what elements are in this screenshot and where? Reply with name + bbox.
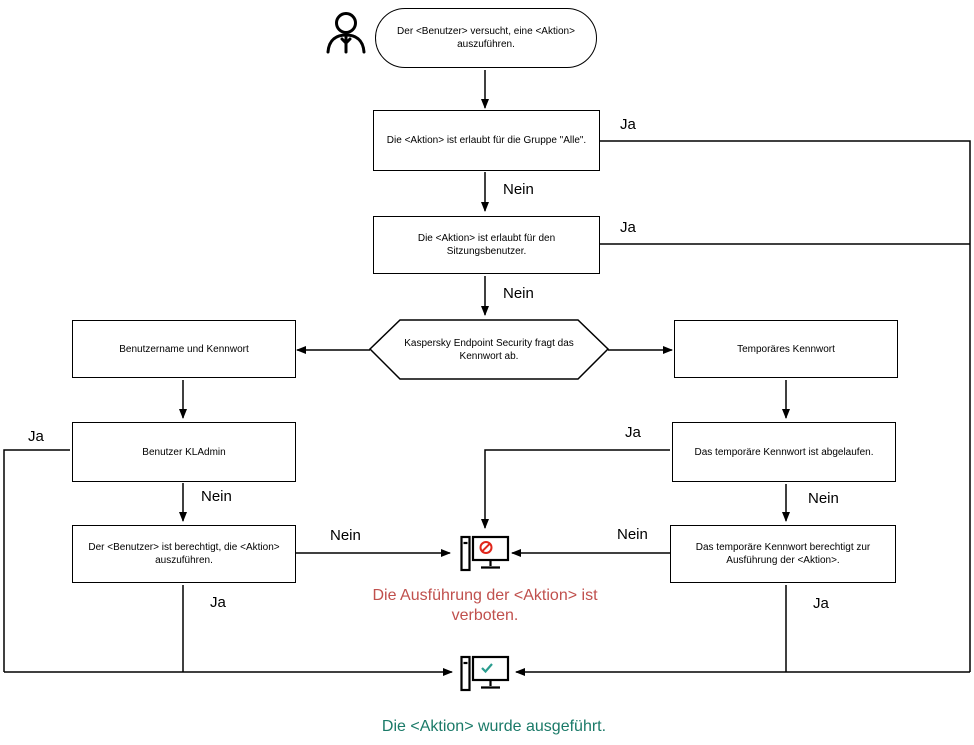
prompt-hexagon [368, 319, 610, 380]
start-node: Der <Benutzer> versucht, eine <Aktion> a… [375, 8, 597, 68]
decision-group-all: Die <Aktion> ist erlaubt für die Gruppe … [373, 110, 600, 171]
label-nein-session: Nein [503, 285, 534, 302]
label-ja-user-auth: Ja [210, 594, 226, 611]
label-ja-kladmin: Ja [28, 428, 44, 445]
label-nein-kladmin: Nein [201, 488, 232, 505]
label-nein-temp-expired: Nein [808, 490, 839, 507]
label-ja-group: Ja [620, 116, 636, 133]
decision-kladmin: Benutzer KLAdmin [72, 422, 296, 482]
decision-user-authorized: Der <Benutzer> ist berechtigt, die <Akti… [72, 525, 296, 583]
decision-temp-expired: Das temporäre Kennwort ist abgelaufen. [672, 422, 896, 482]
node-temp-password: Temporäres Kennwort [674, 320, 898, 378]
decision-temp-authorized: Das temporäre Kennwort berechtigt zur Au… [670, 525, 896, 583]
result-allowed-text: Die <Aktion> wurde ausgeführt. [381, 718, 607, 735]
node-user-password: Benutzername und Kennwort [72, 320, 296, 378]
user-icon [326, 12, 366, 54]
line-kladmin-ja [3, 449, 70, 672]
result-denied-text: Die Ausführung der <Aktion> ist verboten… [372, 587, 598, 624]
label-ja-temp-expired: Ja [625, 424, 641, 441]
computer-denied-icon [460, 535, 510, 572]
decision-session-user: Die <Aktion> ist erlaubt für den Sitzung… [373, 216, 600, 274]
label-nein-user-auth: Nein [330, 527, 361, 544]
prompt-password-text: Kaspersky Endpoint Security fragt das Ke… [404, 337, 574, 362]
label-ja-session: Ja [620, 219, 636, 236]
label-nein-temp-auth: Nein [617, 526, 648, 543]
label-nein-group: Nein [503, 181, 534, 198]
computer-allowed-icon [460, 655, 510, 692]
label-ja-temp-auth: Ja [813, 595, 829, 612]
arrow-expired-to-denied [481, 449, 670, 529]
line-group-ja [600, 140, 971, 672]
